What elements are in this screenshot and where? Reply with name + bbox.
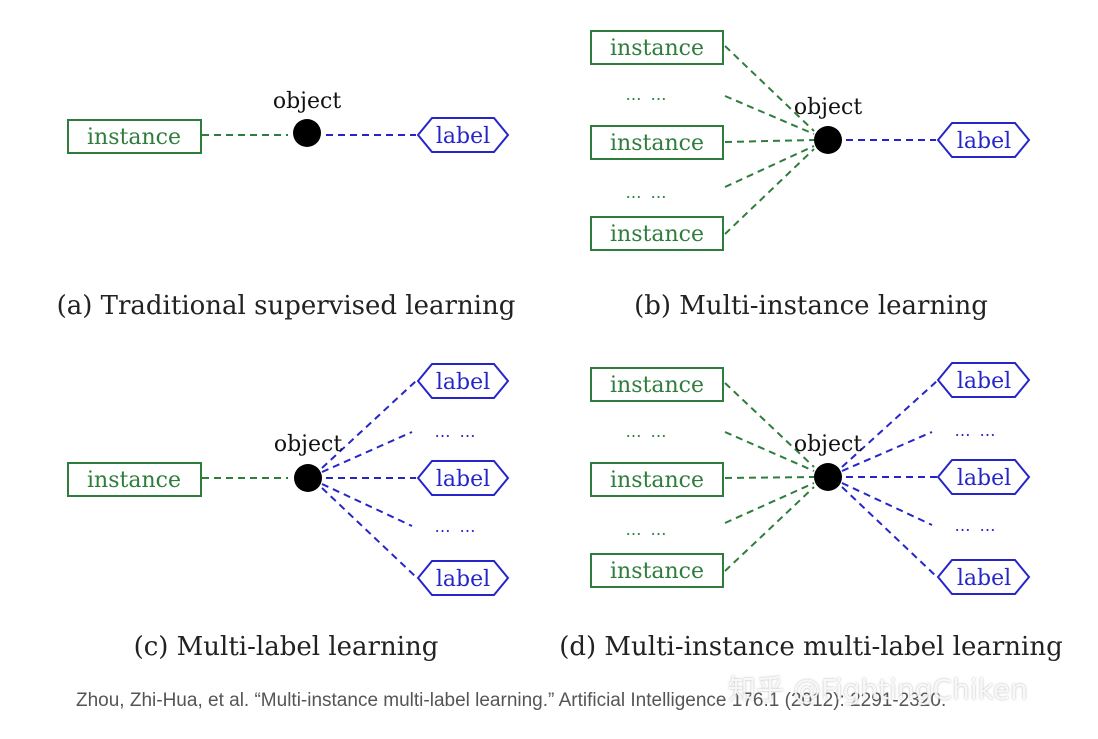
instance-box — [67, 119, 202, 154]
instance-text: instance — [610, 36, 704, 61]
object-label-edge — [841, 482, 933, 526]
instance-object-edge — [724, 95, 815, 135]
caption-c: (c) Multi-label learning — [134, 632, 439, 662]
instance-text: instance — [610, 373, 704, 398]
object-text: object — [274, 432, 342, 457]
watermark: 知乎 @FightingChiken — [728, 673, 1028, 706]
instance-box — [590, 30, 724, 65]
label-hexagon — [416, 363, 510, 399]
panel-d: instance … … instance … … instance objec… — [559, 362, 1063, 662]
label-text: label — [957, 466, 1011, 491]
panel-a: instance object label (a) Traditional su… — [57, 89, 516, 321]
object-label-edge — [841, 486, 938, 578]
instance-box — [590, 367, 724, 402]
instance-object-edge — [724, 382, 815, 468]
label-text: label — [436, 370, 490, 395]
label-ellipsis: … … — [954, 421, 997, 440]
instance-ellipsis: … … — [625, 422, 668, 441]
instance-box — [590, 462, 724, 497]
instance-object-edge — [724, 145, 815, 188]
instance-ellipsis: … … — [625, 85, 668, 104]
instance-object-edge — [724, 486, 815, 572]
label-text: label — [436, 124, 490, 149]
label-ellipsis: … … — [434, 422, 477, 441]
object-node — [293, 119, 321, 147]
instance-object-edge — [724, 139, 815, 143]
instance-object-edge — [724, 45, 815, 132]
instance-ellipsis: … … — [625, 520, 668, 539]
label-text: label — [436, 567, 490, 592]
label-hexagon — [416, 560, 510, 596]
instance-text: instance — [610, 559, 704, 584]
instance-box — [590, 553, 724, 588]
label-ellipsis: … … — [434, 517, 477, 536]
object-label-edge — [841, 380, 938, 468]
object-node — [814, 126, 842, 154]
instance-box — [590, 125, 724, 160]
instance-box — [67, 462, 202, 497]
object-text: object — [794, 432, 862, 457]
instance-text: instance — [87, 125, 181, 150]
caption-d: (d) Multi-instance multi-label learning — [559, 632, 1063, 662]
label-text: label — [436, 467, 490, 492]
citation-text: Zhou, Zhi-Hua, et al. “Multi-instance mu… — [76, 690, 947, 711]
instance-object-edge — [724, 148, 815, 235]
instance-object-edge — [724, 431, 815, 472]
instance-text: instance — [87, 468, 181, 493]
label-text: label — [957, 566, 1011, 591]
object-label-edge — [321, 487, 417, 578]
label-text: label — [957, 129, 1011, 154]
panel-c: instance object label … … label … … labe… — [67, 363, 510, 662]
object-label-edge — [841, 431, 933, 472]
label-hexagon — [936, 122, 1031, 158]
object-label-edge — [321, 380, 417, 469]
label-text: label — [957, 369, 1011, 394]
caption-a: (a) Traditional supervised learning — [57, 291, 516, 321]
instance-text: instance — [610, 131, 704, 156]
object-node — [294, 464, 322, 492]
object-label-edge — [321, 431, 413, 473]
object-node — [814, 463, 842, 491]
instance-text: instance — [610, 468, 704, 493]
instance-object-edge — [724, 482, 815, 524]
caption-b: (b) Multi-instance learning — [634, 291, 988, 321]
instance-object-edge — [724, 476, 815, 479]
object-text: object — [794, 95, 862, 120]
instance-text: instance — [610, 222, 704, 247]
instance-ellipsis: … … — [625, 183, 668, 202]
label-hexagon — [936, 559, 1031, 595]
label-ellipsis: … … — [954, 516, 997, 535]
label-hexagon — [936, 459, 1031, 495]
instance-box — [590, 216, 724, 251]
label-hexagon — [936, 362, 1031, 398]
object-text: object — [273, 89, 341, 114]
object-label-edge — [321, 483, 413, 527]
panel-b: instance … … instance … … instance objec… — [590, 30, 1031, 321]
label-hexagon — [416, 117, 510, 153]
label-hexagon — [416, 460, 510, 496]
